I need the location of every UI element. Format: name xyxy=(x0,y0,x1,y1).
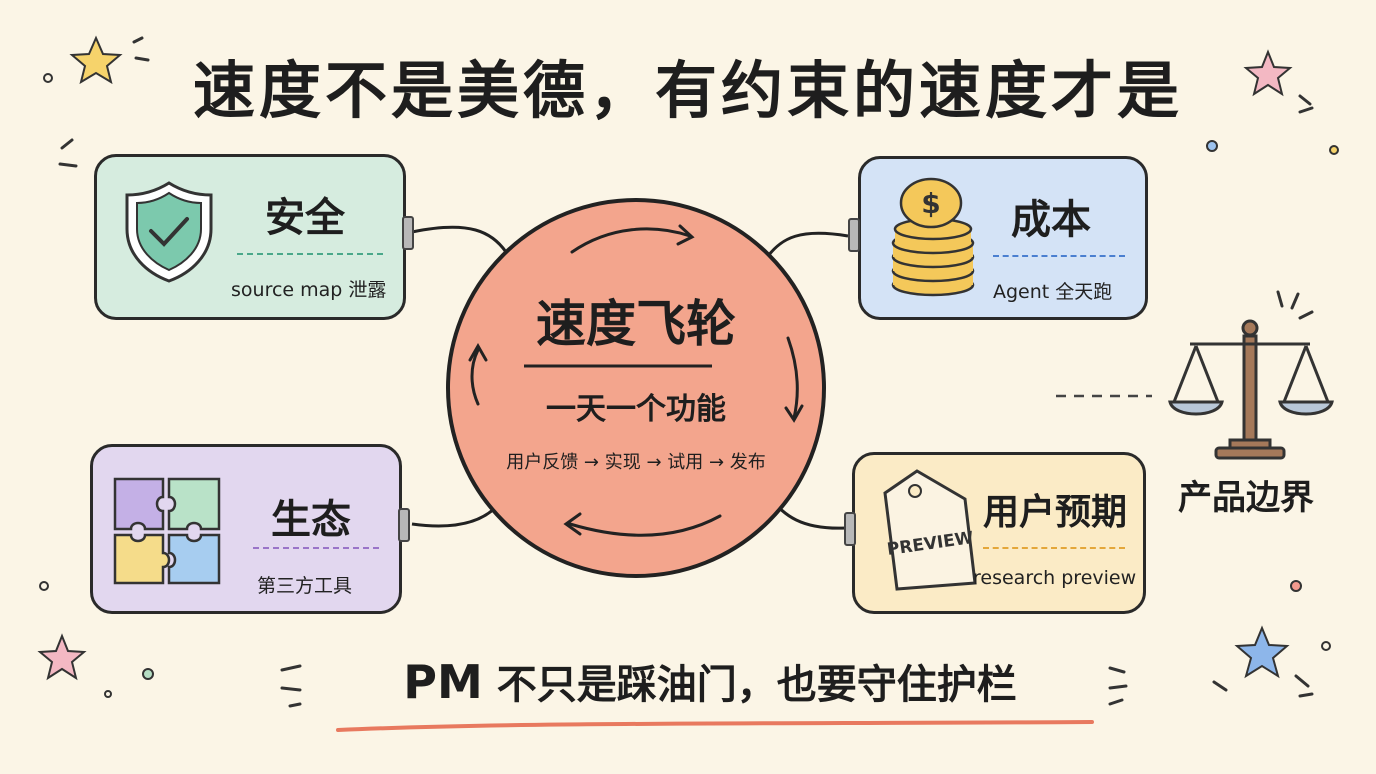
cycle-arrows xyxy=(468,224,804,537)
puzzle-icon xyxy=(113,477,221,585)
binder-clip xyxy=(844,512,856,546)
flywheel-title: 速度飞轮 xyxy=(536,295,736,353)
binder-clip xyxy=(398,508,410,542)
card-cost: $ 成本 Agent 全天跑 xyxy=(858,156,1148,320)
card-cost-divider xyxy=(993,255,1125,257)
binder-clip xyxy=(848,218,860,252)
flywheel-subtitle: 一天一个功能 xyxy=(546,392,726,427)
coin-stack-icon: $ xyxy=(891,177,975,297)
card-ecosystem-divider xyxy=(253,547,379,549)
card-ecosystem-subtitle: 第三方工具 xyxy=(257,575,353,597)
binder-clip xyxy=(402,216,414,250)
card-security-divider xyxy=(237,253,383,255)
footer-text: 不只是踩油门，也要守住护栏 xyxy=(482,662,1017,708)
shield-check-icon xyxy=(125,181,213,283)
balance-label: 产品边界 xyxy=(1178,478,1314,518)
star-icon xyxy=(1234,625,1290,679)
card-cost-subtitle: Agent 全天跑 xyxy=(993,281,1113,303)
star-icon xyxy=(1243,49,1293,97)
card-security-subtitle: source map 泄露 xyxy=(231,279,387,301)
card-security-title: 安全 xyxy=(265,195,345,241)
dot-marks xyxy=(39,73,1339,698)
card-expectation-subtitle: research preview xyxy=(973,567,1137,589)
star-icon xyxy=(69,35,123,85)
star-icon xyxy=(37,633,87,681)
page-title: 速度不是美德，有约束的速度才是 xyxy=(192,54,1183,127)
tag-icon: PREVIEW xyxy=(883,469,977,591)
dollar-sign: $ xyxy=(921,187,940,220)
footer-pm: PM xyxy=(403,655,483,709)
card-cost-title: 成本 xyxy=(1011,197,1091,243)
card-ecosystem: 生态 第三方工具 xyxy=(90,444,402,614)
card-expectation-divider xyxy=(983,547,1125,549)
connector-security xyxy=(411,225,508,253)
sparkle-marks xyxy=(58,36,1314,708)
card-security: 安全 source map 泄露 xyxy=(94,154,406,320)
card-expectation: PREVIEW 用户预期 research preview xyxy=(852,452,1146,614)
card-expectation-title: 用户预期 xyxy=(983,492,1128,533)
footer-caption: PM 不只是踩油门，也要守住护栏 xyxy=(330,652,1090,710)
flywheel-cycle: 用户反馈 → 实现 → 试用 → 发布 xyxy=(506,452,766,473)
connector-cost xyxy=(766,231,849,257)
card-ecosystem-title: 生态 xyxy=(271,497,351,543)
